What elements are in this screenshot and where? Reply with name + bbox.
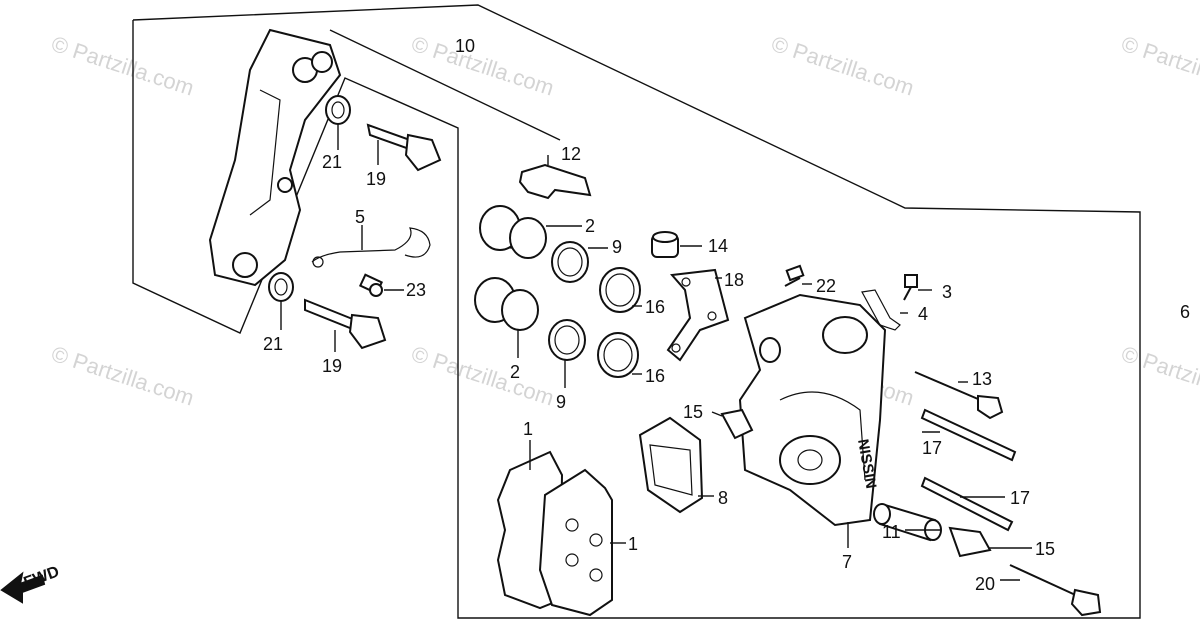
callout-9-upper: 9 [612,237,622,257]
fwd-label: FWD [22,563,62,591]
callout-16-upper: 16 [645,297,665,317]
callout-4: 4 [918,304,928,324]
pin-13 [914,371,1004,420]
callout-6: 6 [1180,302,1190,322]
callout-11: 11 [882,522,901,542]
callout-13: 13 [972,369,992,389]
watermark-5: © Partzilla.com [48,341,197,411]
pin-bolt-19-upper [366,123,442,172]
callout-14: 14 [708,236,728,256]
callout-8: 8 [718,488,728,508]
watermark-2: © Partzilla.com [408,31,557,101]
callout-17-lower: 17 [1010,488,1030,508]
leader-15-upper [711,411,723,417]
callout-22: 22 [816,276,836,296]
callout-1-upper: 1 [523,419,533,439]
caliper-bracket [208,28,342,287]
brake-pad-1-front [538,468,613,617]
watermark-6: © Partzilla.com [408,341,557,411]
pad-shim-8 [638,416,704,514]
watermark-4: © Partzilla.com [1118,31,1200,101]
clip-4 [861,289,901,331]
callout-21-lower: 21 [263,334,283,354]
callout-12: 12 [561,144,581,164]
pin-17-upper [920,408,1017,462]
callout-3: 3 [942,282,952,302]
watermark-8: © Partzilla.com [1118,341,1200,411]
seal-9-upper [551,241,589,283]
dust-seal-16-upper [599,267,641,313]
pad-spring-5 [311,227,431,268]
piston-2-lower [474,277,539,331]
seal-9-lower [548,319,586,361]
callout-9-lower: 9 [556,392,566,412]
caliper-assembly-outline [132,4,1141,619]
callout-10: 10 [455,36,475,56]
callout-15-upper: 15 [683,402,703,422]
boot-15-lower [948,526,992,558]
bleeder-screw-23 [358,273,384,297]
boot-15-upper [720,408,754,440]
callout-16-lower: 16 [645,366,665,386]
bushing-21-upper [325,95,351,125]
watermark-1: © Partzilla.com [48,31,197,101]
callout-2-upper: 2 [585,216,595,236]
callout-15-lower: 15 [1035,539,1055,559]
watermark-3: © Partzilla.com [768,31,917,101]
callout-1-lower: 1 [628,534,638,554]
caliper-body-7: NISSIN [738,293,887,527]
bracket-plate-18 [666,268,730,362]
pin-17-lower [920,476,1014,532]
callout-21-upper: 21 [322,152,342,172]
pad-retainer-12 [518,163,592,200]
callout-18: 18 [724,270,744,290]
callout-2-lower: 2 [510,362,520,382]
bleeder-3 [903,274,918,301]
callout-19-lower: 19 [322,356,342,376]
callout-23: 23 [406,280,426,300]
piston-2-upper [479,205,547,259]
bushing-21-lower [268,272,294,302]
dust-seal-16-lower [597,332,639,378]
callout-19-upper: 19 [366,169,386,189]
pad-kit-outline [329,29,561,141]
boot-14 [651,231,679,258]
callout-20: 20 [975,574,995,594]
forward-direction-arrow: FWD [0,563,62,604]
callout-7: 7 [842,552,852,572]
sleeve-11 [873,503,942,542]
pin-bolt-19-lower [304,298,387,350]
bolt-20 [1009,564,1102,617]
callout-5: 5 [355,207,365,227]
callout-17-upper: 17 [922,438,942,458]
screw-22 [784,264,805,287]
